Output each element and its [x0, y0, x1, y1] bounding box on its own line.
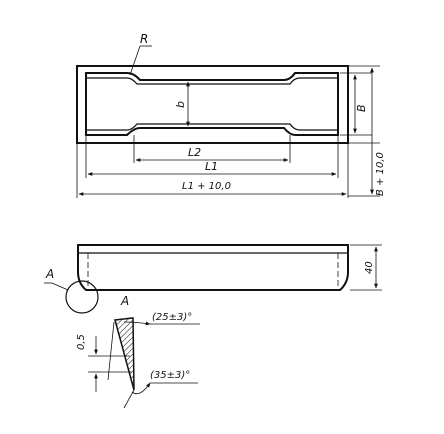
- dim-B-plus-label: B + 10,0: [375, 152, 386, 196]
- angle-upper: (25±3)°: [107, 312, 200, 381]
- specimen-outline: [85, 72, 339, 136]
- radius-label: R: [140, 32, 148, 46]
- detail-title: A: [120, 294, 129, 308]
- dim-B-label: B: [355, 104, 368, 112]
- dim-offset-label: 0,5: [76, 334, 87, 350]
- dim-L1: L1: [85, 135, 339, 178]
- dim-thickness-label: 40: [364, 261, 375, 274]
- dim-offset: 0,5: [76, 334, 132, 392]
- dim-L1-label: L1: [205, 160, 218, 173]
- side-view: 40 A: [44, 244, 382, 314]
- dim-B: B: [340, 72, 372, 136]
- dim-L2: L2: [133, 135, 291, 163]
- angle-lower: (35±3)°: [123, 370, 198, 409]
- blank-outline: [76, 65, 349, 144]
- radius-annotation: R: [129, 32, 152, 76]
- angle-upper-label: (25±3)°: [152, 312, 192, 323]
- dim-L1-plus: L1 + 10,0: [76, 143, 349, 198]
- dim-thickness: 40: [350, 244, 382, 291]
- dim-b: b: [174, 81, 190, 127]
- top-view: R b B B + 10,0 L2: [76, 32, 386, 198]
- detail-circle: [65, 280, 99, 314]
- dim-L1-plus-label: L1 + 10,0: [182, 181, 231, 192]
- detail-view: A (25±3)° (35±3)° 0,5: [76, 294, 200, 409]
- detail-callout-label: A: [45, 267, 54, 281]
- dim-B-plus: B + 10,0: [348, 65, 386, 197]
- detail-callout: A: [44, 267, 99, 314]
- angle-lower-label: (35±3)°: [150, 370, 190, 381]
- dim-b-label: b: [174, 101, 187, 108]
- dim-L2-label: L2: [188, 146, 201, 159]
- blade-section: [114, 317, 135, 391]
- side-outline: [77, 244, 349, 291]
